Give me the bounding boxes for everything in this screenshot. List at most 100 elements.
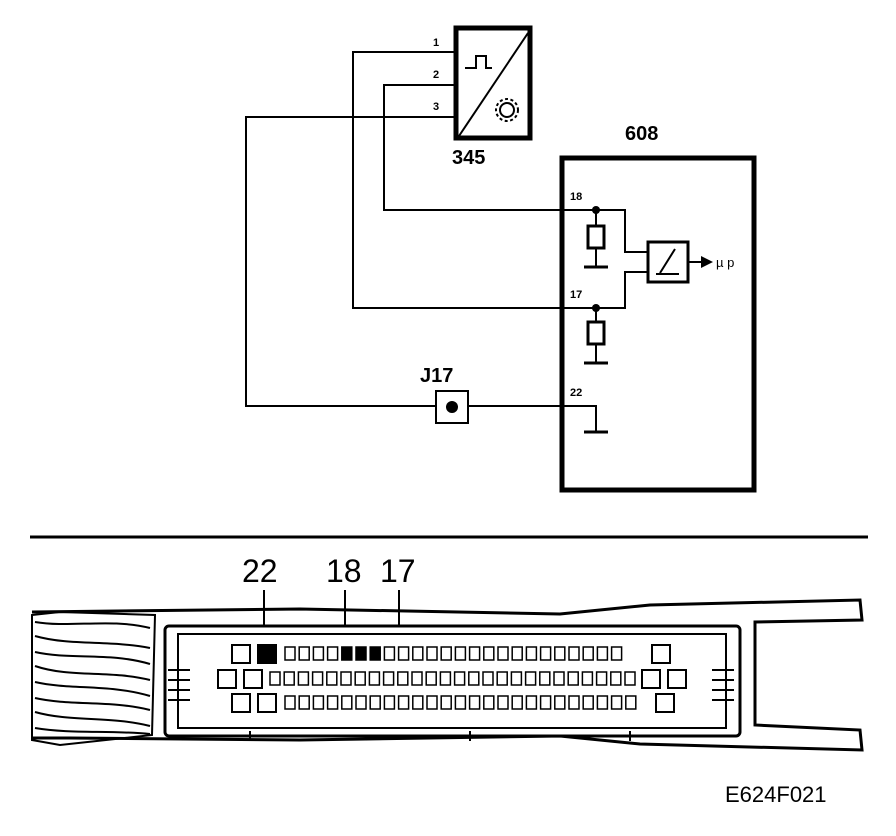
connector-pin — [312, 646, 325, 661]
connector-pin — [426, 695, 438, 710]
connector-pin — [568, 646, 580, 661]
connector-pin — [439, 671, 452, 686]
connector-pin — [326, 695, 339, 710]
connector-pin — [610, 695, 623, 710]
connector-face — [163, 624, 742, 738]
connector-pin — [355, 695, 367, 710]
connector-pin — [525, 646, 538, 661]
pin-rows — [269, 646, 637, 710]
connector-pin — [553, 671, 565, 686]
connector-pin — [582, 646, 594, 661]
right-grip — [712, 669, 734, 701]
sensor-id: 345 — [452, 147, 485, 169]
connector-pin — [397, 671, 409, 686]
connector-pin — [554, 646, 566, 661]
connector-pin — [511, 646, 523, 661]
connector-pin — [426, 646, 438, 661]
square-wave-icon — [465, 55, 492, 69]
ground-point-dot — [446, 401, 458, 413]
cu-pin-22: 22 — [570, 387, 582, 399]
connector-pin — [341, 695, 353, 710]
connector-pin-label-17: 17 — [380, 553, 416, 589]
connector-pin — [425, 671, 437, 686]
connector-pin — [539, 646, 552, 661]
connector-pin — [440, 695, 452, 710]
connector-pin — [624, 671, 636, 686]
connector-pin — [582, 695, 594, 710]
internal-wire-18 — [596, 209, 648, 253]
cu-pin-17: 17 — [570, 289, 582, 301]
connector-pin — [554, 695, 566, 710]
connector-pin — [453, 671, 466, 686]
connector-pin — [496, 671, 508, 686]
connector-pin — [382, 671, 395, 686]
connector-pin — [625, 695, 637, 710]
connector-pin — [483, 646, 495, 661]
connector-pin — [383, 695, 396, 710]
wire-pin1-to-17 — [352, 51, 596, 309]
connector-pin — [497, 646, 509, 661]
wire-pin2-to-18 — [383, 84, 596, 211]
connector-pin — [482, 671, 494, 686]
connector-pin — [567, 671, 579, 686]
connector-pin — [483, 695, 495, 710]
connector-pin — [596, 695, 609, 710]
connector-pin — [311, 671, 324, 686]
gear-icon — [495, 98, 519, 122]
connector-pin — [269, 671, 281, 686]
connector-pin — [284, 646, 296, 661]
sensor-box — [453, 25, 533, 141]
connector-pin — [539, 695, 552, 710]
connector-pin — [581, 671, 594, 686]
figure-code: E624F021 — [725, 782, 827, 807]
internal-wire-22 — [562, 405, 597, 431]
connector-pin — [497, 695, 509, 710]
control-unit-box — [559, 155, 757, 493]
connector-pin — [510, 671, 523, 686]
connector-pin — [284, 695, 296, 710]
sensor-pin-3: 3 — [433, 101, 439, 113]
connector-pin — [397, 646, 410, 661]
connector-pin — [283, 671, 295, 686]
connector-view: 22 18 17 — [31, 553, 864, 752]
connector-pin — [468, 671, 480, 686]
sensor-345: 1 2 3 345 — [433, 25, 533, 169]
sensor-pin-1: 1 — [433, 37, 439, 49]
connector-pin-label-22: 22 — [242, 553, 278, 589]
left-grip — [168, 669, 190, 701]
control-unit-608: 608 18 17 22 µ p — [559, 123, 757, 493]
connector-pin — [383, 646, 396, 661]
ground-point-id: J17 — [420, 365, 453, 387]
connector-pin — [454, 646, 467, 661]
wire-bundle — [31, 610, 157, 747]
connector-pin — [468, 646, 481, 661]
connector-pin — [340, 671, 352, 686]
connector-pin — [326, 671, 338, 686]
connector-pin-label-18: 18 — [326, 553, 362, 589]
connector-pin — [596, 646, 609, 661]
connector-pin — [610, 671, 622, 686]
connector-pin — [298, 646, 310, 661]
ground-point-j17: J17 — [420, 365, 469, 424]
resistor-18 — [586, 224, 606, 250]
connector-pin — [610, 646, 623, 661]
connector-pin — [369, 646, 381, 661]
connector-pin — [397, 695, 410, 710]
connector-pin — [412, 646, 424, 661]
connector-pin — [312, 695, 325, 710]
amplifier-symbol — [656, 248, 679, 275]
sensor-pin-2: 2 — [433, 69, 439, 81]
connector-pin — [411, 671, 423, 686]
connector-pin — [454, 695, 467, 710]
resistor-17 — [586, 320, 606, 346]
connector-pin — [369, 695, 381, 710]
control-unit-id: 608 — [625, 123, 658, 145]
connector-pin — [539, 671, 551, 686]
connector-pin — [354, 671, 366, 686]
connector-pin — [297, 671, 310, 686]
output-arrow — [701, 256, 713, 268]
connector-pin — [468, 695, 481, 710]
output-label: µ p — [716, 255, 734, 270]
wires — [245, 51, 596, 407]
